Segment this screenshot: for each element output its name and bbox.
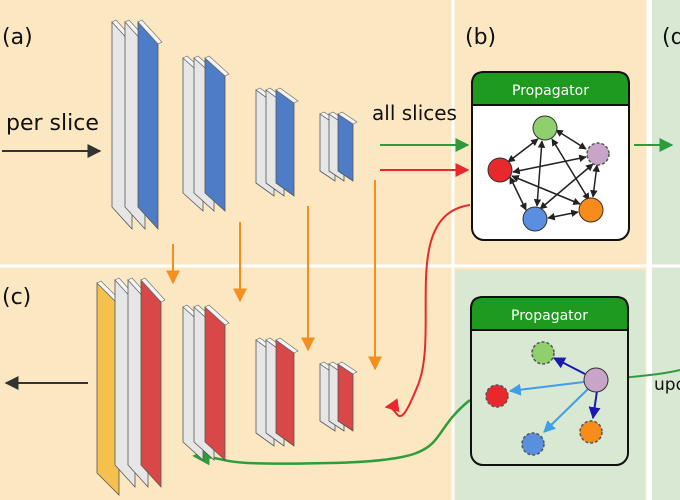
node-red-ghost (485, 384, 509, 408)
decoder-stack-3-slab-3 (275, 337, 299, 447)
skip-connections (166, 180, 382, 371)
node-purple-source (583, 367, 609, 393)
propagator-top-header (471, 71, 630, 106)
decoder-stack-4-slab-3 (337, 361, 358, 432)
node-red (487, 157, 513, 183)
node-green (532, 115, 558, 141)
propagator-top: Propagator (471, 71, 630, 241)
graph-edges-top (507, 129, 600, 221)
red-return-arrow (384, 204, 471, 418)
node-blue (522, 206, 548, 232)
node-purple (586, 142, 610, 166)
encoder-stack-3-slab-3 (275, 87, 299, 197)
green-return-arrow (192, 399, 471, 466)
per-slice-label: per slice (6, 111, 99, 136)
decoder-stack-1-slab-3 (140, 277, 166, 489)
node-blue-ghost (521, 432, 545, 456)
node-orange-ghost (579, 420, 603, 444)
all-slices-label: all slices (372, 101, 457, 125)
panel-label-a: (a) (2, 25, 33, 50)
graph-edges-bottom (508, 357, 601, 433)
propagator-bottom-header (470, 296, 629, 331)
panel-label-d: (d (662, 25, 680, 50)
node-green-ghost (531, 341, 555, 365)
propagator-top-title: Propagator (512, 83, 589, 99)
encoder-stack-4-slab-3 (337, 111, 358, 182)
encoder-stack-1-slab-3 (137, 19, 163, 231)
update-label: upd (654, 375, 680, 395)
encoder-stack-2-slab-3 (204, 55, 230, 212)
feature-stacks (96, 19, 358, 496)
background-panel-d (652, 0, 680, 500)
propagator-bottom-title: Propagator (511, 308, 588, 324)
decoder-stack-2-slab-3 (204, 304, 230, 461)
panel-label-c: (c) (2, 285, 31, 310)
node-orange (578, 197, 604, 223)
propagator-bottom: Propagator (470, 296, 629, 466)
panel-label-b: (b) (465, 25, 496, 50)
